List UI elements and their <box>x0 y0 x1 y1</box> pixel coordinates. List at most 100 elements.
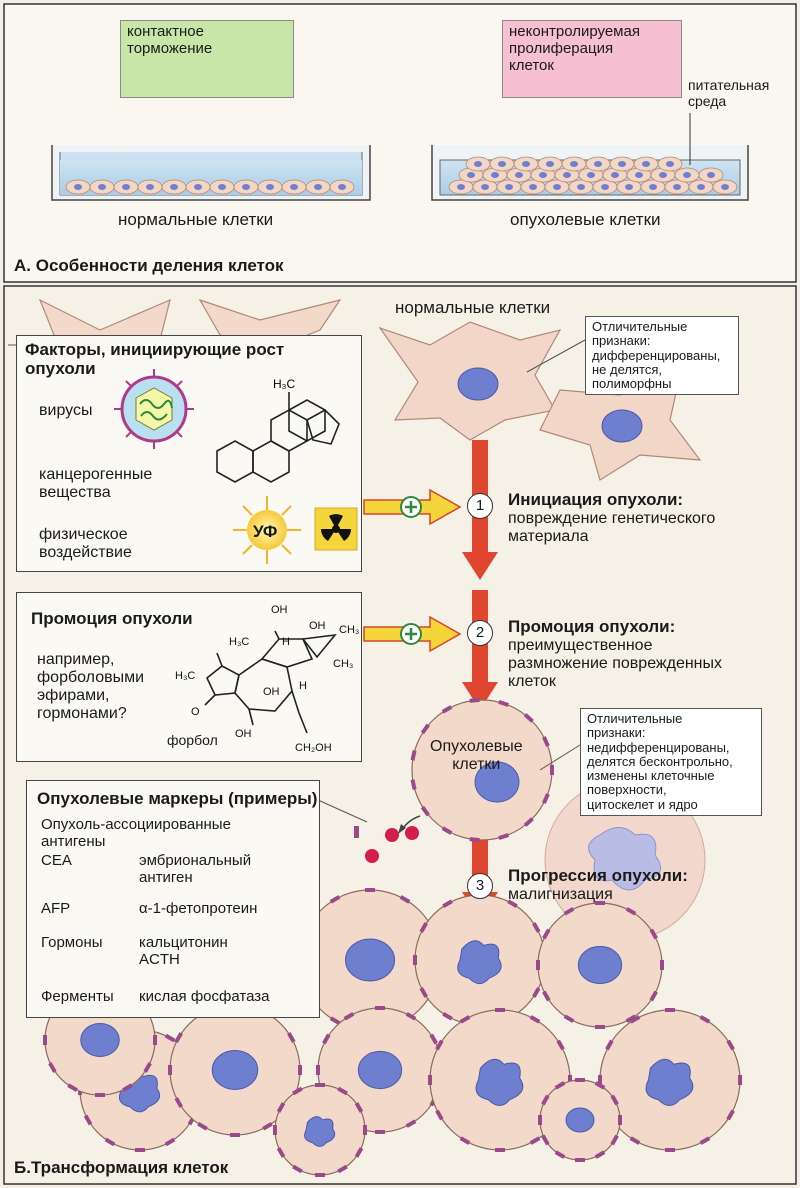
surface-marker <box>399 895 411 904</box>
surface-marker <box>605 1039 614 1051</box>
tumor-dish-nucleus <box>707 172 715 178</box>
surface-marker <box>315 1083 325 1087</box>
surface-marker <box>554 1150 566 1159</box>
surface-marker <box>529 1136 541 1145</box>
surface-marker <box>625 1014 637 1023</box>
tumor-dish-nucleus <box>577 184 585 190</box>
tumor-mass-nucleus <box>475 1058 524 1106</box>
tumor-mass-nucleus <box>304 1116 336 1147</box>
surface-marker <box>507 899 518 908</box>
normal-dish-nucleus <box>170 184 178 190</box>
surface-marker <box>354 1147 364 1158</box>
tumor-mass-cell <box>536 901 664 1029</box>
surface-marker <box>699 1015 711 1024</box>
tumor-dish-nucleus <box>683 172 691 178</box>
surface-marker <box>435 1039 444 1051</box>
tumor-dish-nucleus <box>659 172 667 178</box>
normal-cell-main-1 <box>378 321 562 441</box>
step-2-number: 2 <box>467 620 493 646</box>
tumor-mass <box>43 888 742 1177</box>
surface-marker <box>459 1136 471 1145</box>
normal-cells-dish-label: нормальные клетки <box>118 210 274 229</box>
surface-marker <box>343 1012 355 1021</box>
phorbol-atom-2: OH <box>309 620 326 632</box>
surface-marker <box>174 1097 183 1108</box>
tumor-dish-nucleus <box>587 172 595 178</box>
surface-marker <box>550 765 554 775</box>
tumor-cells-dish-label: опухолевые клетки <box>510 210 661 229</box>
surface-marker <box>568 1075 572 1085</box>
normal-dish-nucleus <box>266 184 274 190</box>
surface-marker <box>469 697 480 703</box>
surface-marker <box>197 1122 208 1131</box>
tumor-dish-nucleus <box>553 184 561 190</box>
surface-marker <box>649 928 658 940</box>
step-3-title: Прогрессия опухоли: <box>508 866 688 885</box>
normal-dish-nucleus <box>98 184 106 190</box>
surface-marker <box>292 1086 303 1096</box>
tumor-dish-nucleus <box>491 172 499 178</box>
tumor-dish-nucleus <box>649 184 657 190</box>
surface-marker <box>230 1133 240 1137</box>
tumor-mass-nucleus <box>577 945 623 985</box>
tumor-mass-cell <box>538 1078 622 1162</box>
surface-marker <box>595 901 605 905</box>
tumor-mass-nucleus <box>357 1050 403 1090</box>
tumor-dish-nucleus <box>505 184 513 190</box>
phorbol-atom-5: CH₃ <box>339 624 359 636</box>
surface-marker <box>168 1065 172 1075</box>
tumor-dish-nucleus <box>515 172 523 178</box>
tumor-cell-single <box>410 697 554 843</box>
step-3-text: малигнизация <box>508 886 613 903</box>
phorbol-atom-7: H₃C <box>175 670 195 682</box>
tumor-dish-nucleus <box>474 161 482 167</box>
tumor-markers-title: Опухолевые маркеры (примеры) <box>37 789 318 808</box>
tumor-dish-nucleus <box>635 172 643 178</box>
tumor-mass-nucleus <box>211 1050 259 1090</box>
surface-marker <box>532 922 541 933</box>
step-3-number: 3 <box>467 873 493 899</box>
tumor-dish-nucleus <box>539 172 547 178</box>
surface-marker <box>665 1148 675 1152</box>
surface-marker <box>329 895 341 904</box>
tumor-markers-panel: Опухолевые маркеры (примеры) Опухоль-асс… <box>26 780 320 1018</box>
surface-marker <box>542 793 550 804</box>
tumor-cells-label: Опухолевые клетки <box>430 738 523 773</box>
initiation-factors-title: Факторы, инициирующие рост опухоли <box>25 340 285 379</box>
surface-marker <box>122 1083 133 1092</box>
normal-dish-nucleus <box>194 184 202 190</box>
surface-marker <box>665 1008 675 1012</box>
surface-marker <box>538 1115 542 1125</box>
surface-marker <box>563 1014 575 1023</box>
surface-marker <box>536 960 540 970</box>
step-1-title: Инициация опухоли: <box>508 490 684 509</box>
surface-marker <box>442 1012 453 1021</box>
petri-dish-normal <box>51 145 371 201</box>
tumor-dish-nucleus <box>467 172 475 178</box>
tumor-dish-nucleus <box>529 184 537 190</box>
tumor-mass-cell <box>273 1083 367 1177</box>
marker-value-hormones: кальцитонин ACTH <box>139 934 228 968</box>
normal-dish-nucleus <box>218 184 226 190</box>
surface-marker <box>429 1033 438 1045</box>
surface-marker <box>523 817 534 827</box>
surface-marker <box>292 1164 303 1174</box>
initiation-input-arrow <box>363 488 462 526</box>
tumor-dish-nucleus <box>673 184 681 190</box>
normal-features-text: Отличительные признаки: дифференцированы… <box>592 319 721 392</box>
tumor-dish-nucleus <box>563 172 571 178</box>
tumor-dish-nucleus <box>666 161 674 167</box>
phorbol-atom-9: H <box>299 680 307 692</box>
surface-marker <box>495 1148 505 1152</box>
tumor-mass-nucleus <box>645 1058 694 1106</box>
normal-dish-nucleus <box>146 184 154 190</box>
tumor-features-callout: Отличительные признаки: недифференцирова… <box>580 708 762 817</box>
surface-marker <box>329 1016 341 1025</box>
tumor-dish-nucleus <box>594 161 602 167</box>
surface-marker <box>410 779 417 790</box>
step-2-text: преимущественное размножение поврежденны… <box>508 637 723 690</box>
surface-marker <box>594 1150 606 1159</box>
tumor-dish-nucleus <box>625 184 633 190</box>
surface-marker <box>498 833 510 841</box>
tumor-mass-nucleus <box>565 1107 595 1133</box>
